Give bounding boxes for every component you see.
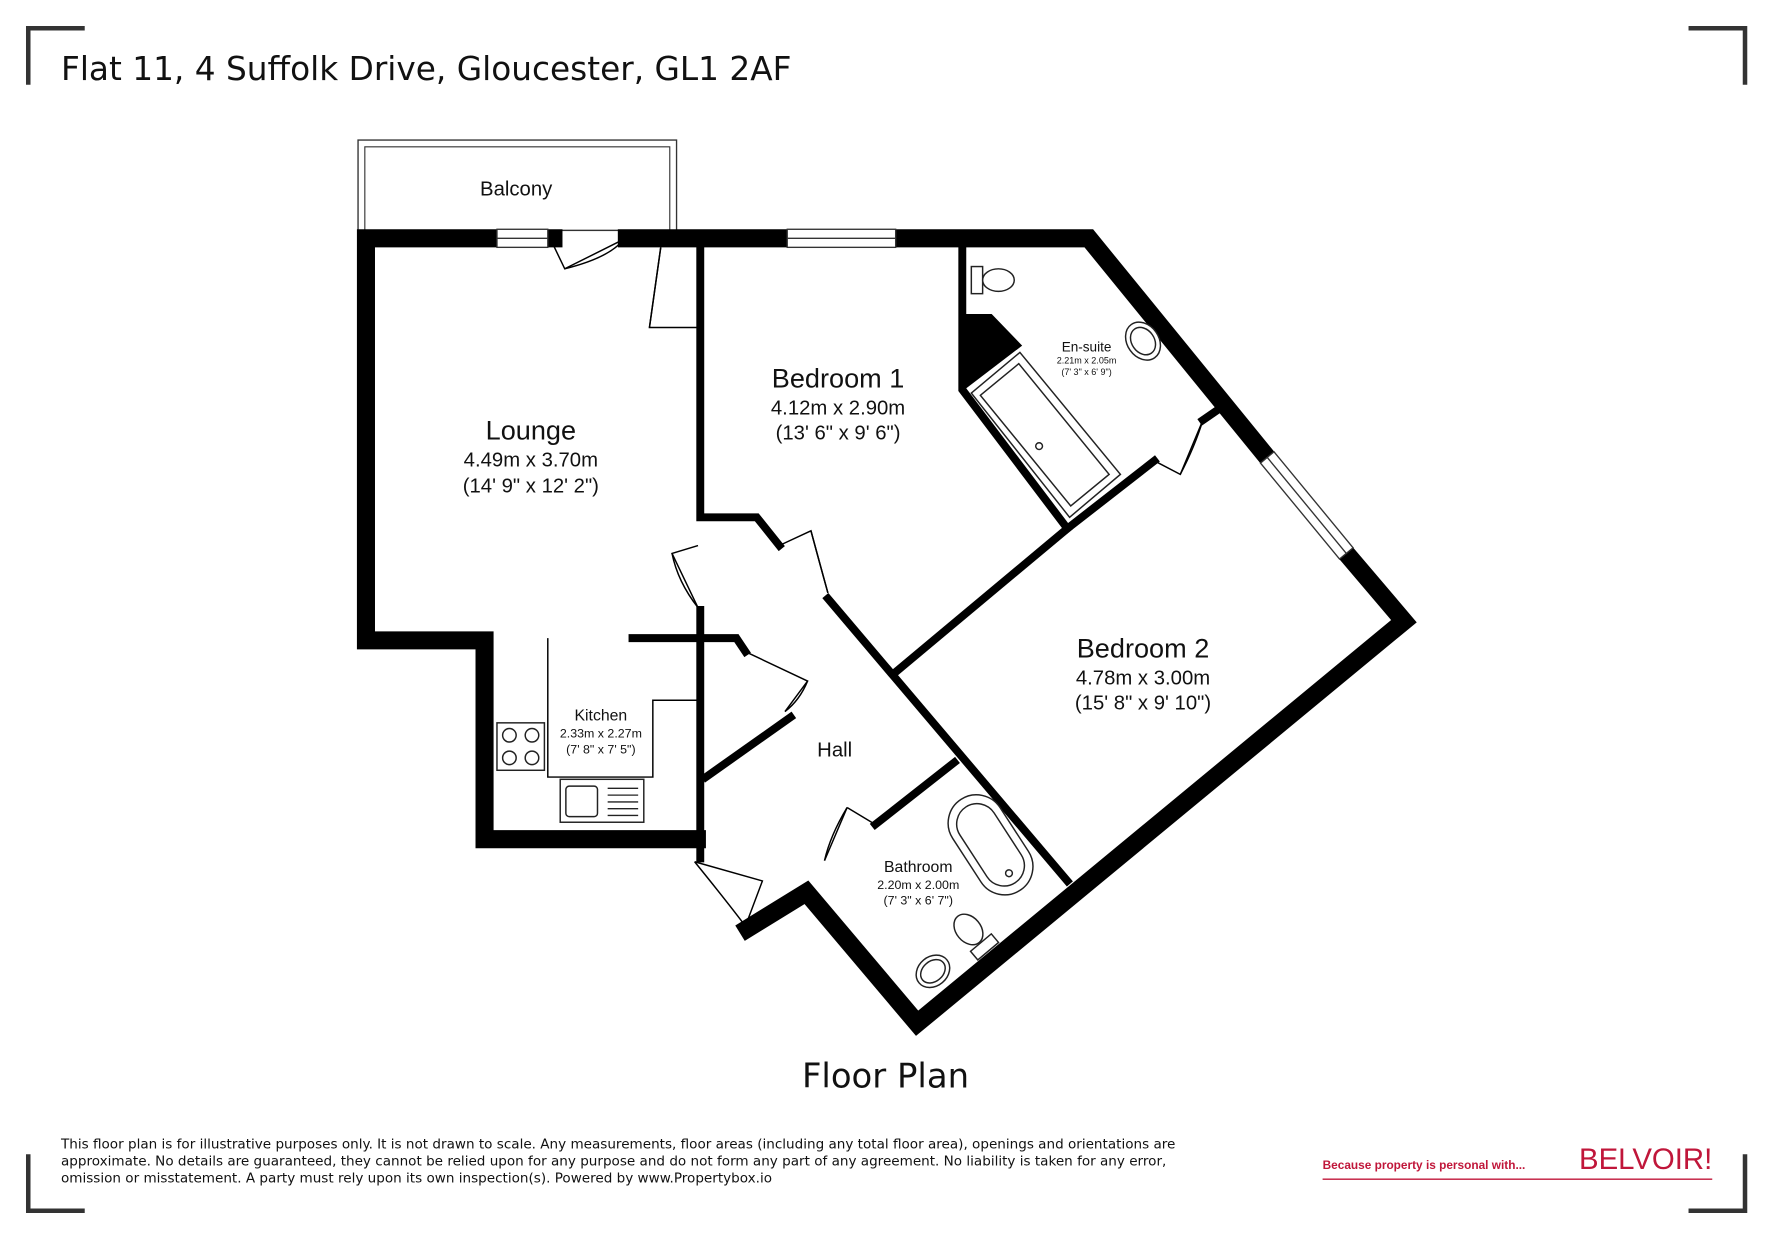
page-title: Flat 11, 4 Suffolk Drive, Gloucester, GL… (61, 50, 791, 88)
hob-icon (496, 722, 546, 772)
bedroom1-label: Bedroom 1 (772, 362, 905, 393)
belvoir-logo: Because property is personal with... BEL… (1323, 1143, 1713, 1180)
kitchen-imperial: (7' 8" x 7' 5") (566, 742, 635, 756)
ensuite-basin-icon (1124, 321, 1162, 361)
kitchen-label: Kitchen (575, 708, 628, 725)
worktop (547, 638, 697, 778)
windows (496, 228, 1355, 561)
lounge-imperial: (14' 9" x 12' 2") (463, 475, 599, 497)
balcony-label: Balcony (480, 178, 553, 200)
brand-tagline: Because property is personal with... (1323, 1158, 1526, 1172)
brand-name: BELVOIR! (1579, 1143, 1712, 1176)
lounge-label: Lounge (486, 414, 576, 445)
bedroom1-imperial: (13' 6" x 9' 6") (776, 422, 901, 444)
doors (550, 238, 1204, 927)
disclaimer-line: This floor plan is for illustrative purp… (60, 1137, 1175, 1153)
ensuite-toilet-icon (970, 265, 1015, 295)
bathroom-imperial: (7' 3" x 6' 7") (884, 894, 953, 908)
disclaimer-line: omission or misstatement. A party must r… (61, 1171, 772, 1187)
lounge-metric: 4.49m x 3.70m (464, 449, 598, 471)
shower-tray-icon (970, 351, 1122, 519)
plan-title: Floor Plan (802, 1057, 969, 1096)
bedroom2-label: Bedroom 2 (1077, 632, 1210, 663)
ensuite-imperial: (7' 3" x 6' 9") (1061, 367, 1111, 377)
ensuite-label: En-suite (1062, 339, 1112, 354)
interior-walls (628, 243, 1224, 887)
bathroom-basin-icon (915, 954, 951, 989)
bathroom-metric: 2.20m x 2.00m (877, 878, 959, 892)
ensuite-metric: 2.21m x 2.05m (1057, 356, 1117, 366)
bath-icon (947, 794, 1034, 896)
bathroom-label: Bathroom (884, 859, 952, 876)
corner-brackets (25, 25, 1748, 1214)
disclaimer: This floor plan is for illustrative purp… (60, 1137, 1175, 1187)
bedroom2-metric: 4.78m x 3.00m (1076, 667, 1210, 689)
fixtures (496, 265, 1162, 989)
room-labels: Balcony Lounge 4.49m x 3.70m (14' 9" x 1… (463, 178, 1211, 907)
hall-label: Hall (817, 740, 852, 762)
bathroom-toilet-icon (953, 913, 1000, 961)
disclaimer-line: approximate. No details are guaranteed, … (61, 1154, 1166, 1170)
bedroom2-imperial: (15' 8" x 9' 10") (1075, 692, 1211, 714)
bedroom1-metric: 4.12m x 2.90m (771, 398, 905, 420)
exterior-walls (356, 229, 1417, 1036)
riser (960, 313, 1023, 394)
sink-icon (559, 778, 645, 823)
kitchen-metric: 2.33m x 2.27m (560, 727, 642, 741)
